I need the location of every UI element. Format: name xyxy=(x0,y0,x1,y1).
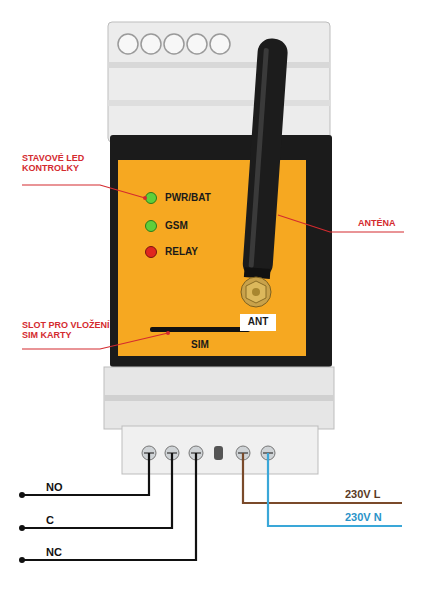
supply-name: 230V N xyxy=(345,511,382,524)
antenna-connector-label: ANT xyxy=(248,316,269,328)
led-label: GSM xyxy=(165,220,188,232)
callout-label: SLOT PRO VLOŽENÍ SIM KARTY xyxy=(22,320,122,341)
led-label: PWR/BAT xyxy=(165,192,211,204)
slot-label: SIM xyxy=(191,339,209,351)
callout-label: STAVOVÉ LED KONTROLKY xyxy=(22,153,110,174)
terminal-name: C xyxy=(46,514,54,527)
supply-name: 230V L xyxy=(345,488,380,501)
led-label: RELAY xyxy=(165,246,198,258)
indicator-panel: PWR/BAT GSM RELAY SIM xyxy=(118,160,306,356)
terminal-name: NC xyxy=(46,546,62,559)
callout-label: ANTÉNA xyxy=(358,218,396,228)
terminal-name: NO xyxy=(46,481,63,494)
antenna-label-box: ANT xyxy=(240,314,276,331)
